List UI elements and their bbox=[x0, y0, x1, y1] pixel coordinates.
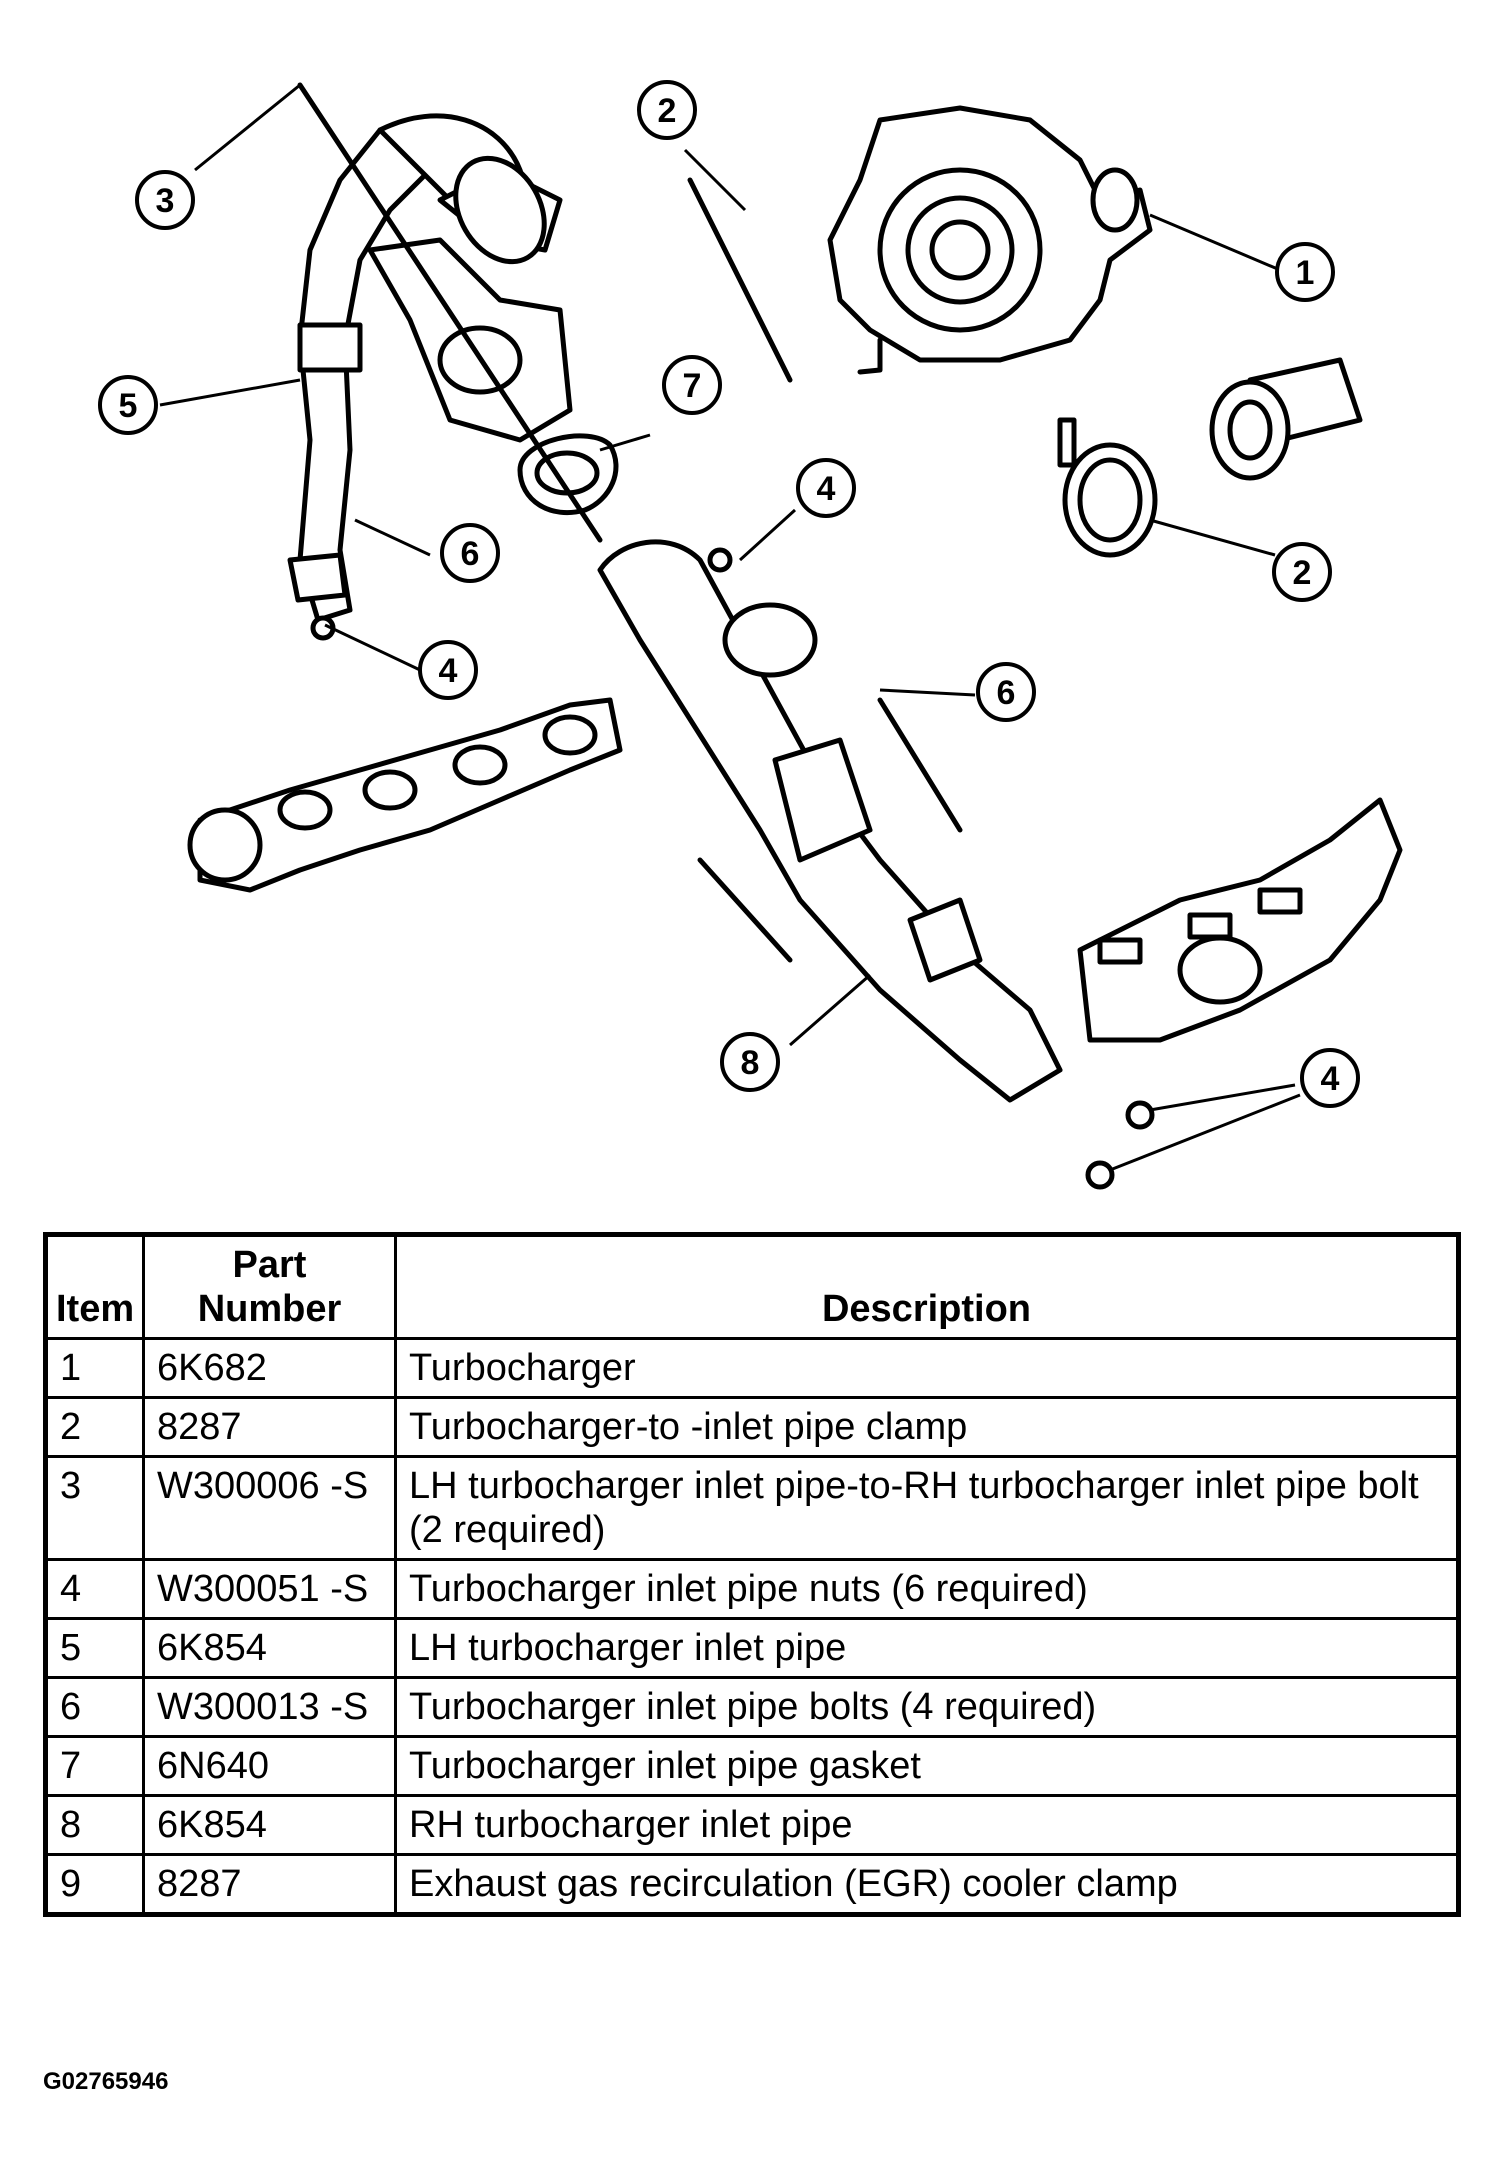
callout-6-right-label: 6 bbox=[997, 674, 1016, 712]
description-cell: Turbocharger bbox=[394, 1337, 1460, 1399]
item-cell: 6 bbox=[44, 1676, 145, 1738]
description-cell: Turbocharger inlet pipe nuts (6 required… bbox=[394, 1558, 1460, 1620]
callout-4-left-circle bbox=[418, 640, 478, 700]
callout-4-right-circle bbox=[1300, 1048, 1360, 1108]
callout-6-left-circle bbox=[440, 523, 500, 583]
part-number-cell: 8287 bbox=[142, 1396, 397, 1458]
callout-4-center-label: 4 bbox=[817, 470, 836, 508]
callout-7-label: 7 bbox=[683, 367, 702, 405]
part-number-cell: 6N640 bbox=[142, 1735, 397, 1797]
description-column-header: Description bbox=[394, 1233, 1460, 1340]
gasket-part bbox=[517, 433, 619, 516]
description-cell: Turbocharger inlet pipe gasket bbox=[394, 1735, 1460, 1797]
description-cell: Turbocharger-to -inlet pipe clamp bbox=[394, 1396, 1460, 1458]
lh-inlet-pipe-part bbox=[287, 113, 573, 623]
callout-1-label: 1 bbox=[1296, 254, 1315, 292]
description-cell: LH turbocharger inlet pipe bbox=[394, 1617, 1460, 1679]
upper-pipe-clamp-part bbox=[1057, 357, 1363, 558]
item-cell: 1 bbox=[44, 1337, 145, 1399]
part-number-cell: W300006 -S bbox=[142, 1455, 397, 1561]
callout-4-left-label: 4 bbox=[439, 652, 458, 690]
part-header-line1: Part bbox=[232, 1244, 307, 1286]
part-number-column-header: Part Number bbox=[142, 1233, 397, 1340]
part-number-cell: 6K854 bbox=[142, 1617, 397, 1679]
callout-6-right-circle bbox=[976, 662, 1036, 722]
item-cell: 7 bbox=[44, 1735, 145, 1797]
description-cell: LH turbocharger inlet pipe-to-RH turboch… bbox=[394, 1455, 1460, 1561]
part-number-cell: 6K682 bbox=[142, 1337, 397, 1399]
callout-4-center-circle bbox=[796, 458, 856, 518]
callout-2-right-label: 2 bbox=[1293, 554, 1312, 592]
description-cell: Turbocharger inlet pipe bolts (4 require… bbox=[394, 1676, 1460, 1738]
bolts-and-nuts bbox=[297, 82, 1155, 1190]
callout-2-top-label: 2 bbox=[658, 92, 677, 130]
callout-6-left-label: 6 bbox=[461, 535, 480, 573]
exploded-parts-diagram: 1 2 3 5 7 4 2 6 4 6 8 4 bbox=[98, 80, 1403, 1190]
item-cell: 2 bbox=[44, 1396, 145, 1458]
callout-4-right-label: 4 bbox=[1321, 1060, 1340, 1098]
callout-5-circle bbox=[98, 375, 158, 435]
turbocharger-part bbox=[827, 105, 1153, 375]
callout-3-label: 3 bbox=[156, 182, 175, 220]
item-cell: 3 bbox=[44, 1455, 145, 1561]
callout-2-right-circle bbox=[1272, 542, 1332, 602]
rh-inlet-pipe-part bbox=[597, 539, 1063, 1103]
callout-8-circle bbox=[720, 1032, 780, 1092]
description-cell: RH turbocharger inlet pipe bbox=[394, 1794, 1460, 1856]
part-number-cell: 6K854 bbox=[142, 1794, 397, 1856]
callout-8-label: 8 bbox=[741, 1044, 760, 1082]
part-number-cell: 8287 bbox=[142, 1853, 397, 1916]
lh-exhaust-manifold-part bbox=[187, 697, 623, 893]
callout-3-circle bbox=[135, 170, 195, 230]
callout-1-circle bbox=[1275, 242, 1335, 302]
figure-id: G02765946 bbox=[43, 2068, 169, 2095]
callout-5-label: 5 bbox=[119, 387, 138, 425]
item-cell: 4 bbox=[44, 1558, 145, 1620]
item-column-header: Item bbox=[44, 1233, 145, 1340]
callout-7-circle bbox=[662, 355, 722, 415]
part-number-cell: W300051 -S bbox=[142, 1558, 397, 1620]
item-cell: 8 bbox=[44, 1794, 145, 1856]
item-cell: 5 bbox=[44, 1617, 145, 1679]
callout-2-top-circle bbox=[637, 80, 697, 140]
item-cell: 9 bbox=[44, 1853, 145, 1916]
description-cell: Exhaust gas recirculation (EGR) cooler c… bbox=[394, 1853, 1460, 1916]
part-number-cell: W300013 -S bbox=[142, 1676, 397, 1738]
part-header-line2: Number bbox=[197, 1288, 342, 1330]
table-header-row: Item Part Number Description bbox=[44, 1233, 1460, 1340]
rh-exhaust-manifold-part bbox=[1077, 797, 1403, 1043]
